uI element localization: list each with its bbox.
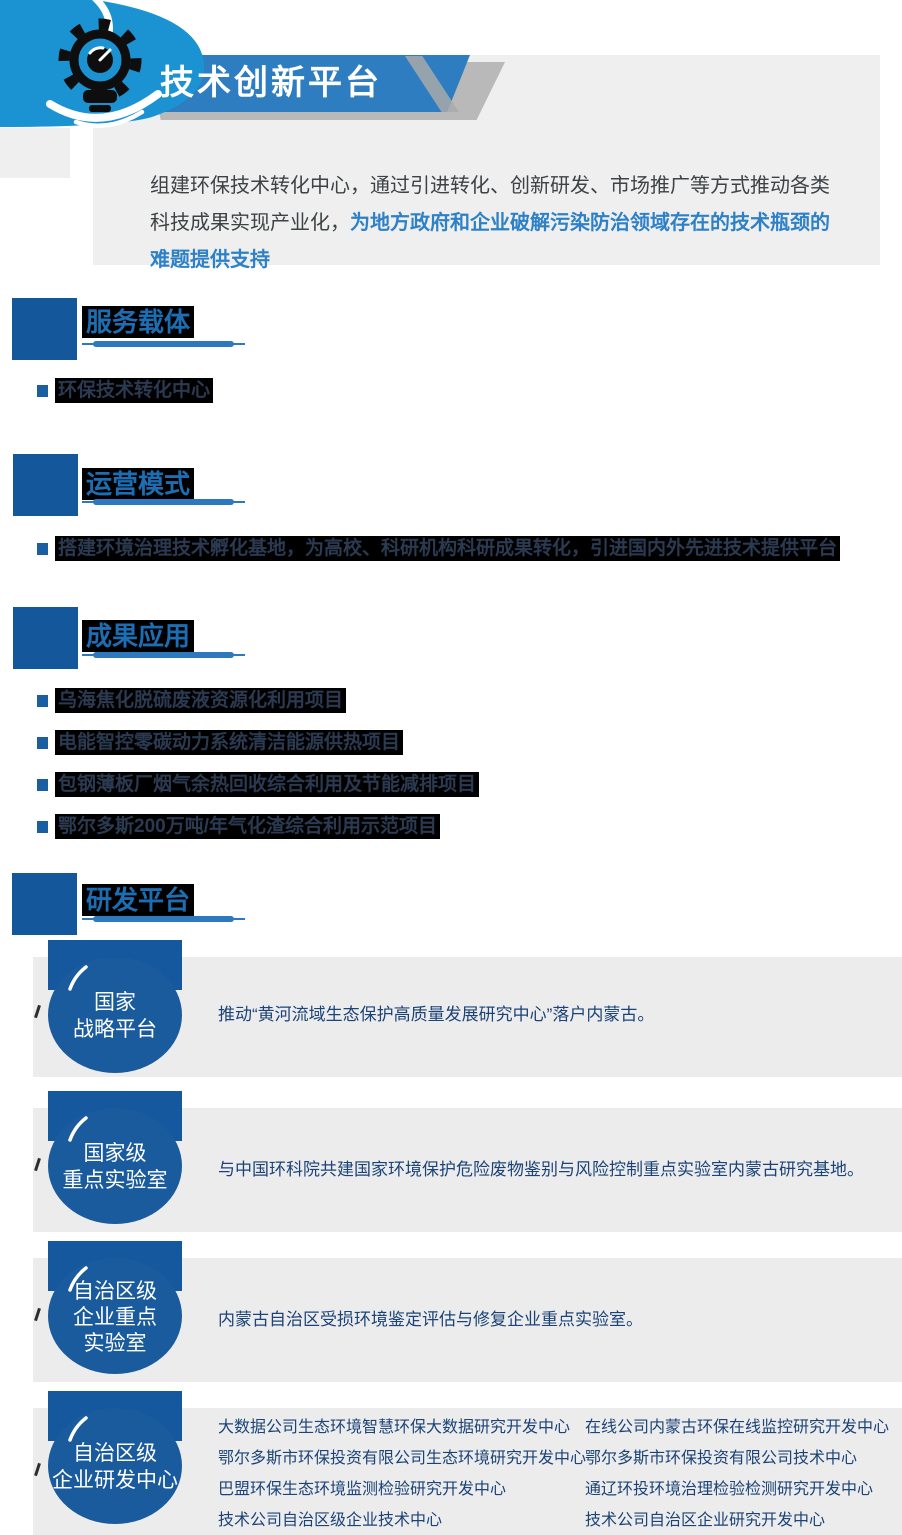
section-title-service: 服务载体 <box>82 306 195 338</box>
platform-row-text: 与中国环科院共建国家环境保护危险废物鉴别与风险控制重点实验室内蒙古研究基地。 <box>218 1160 864 1179</box>
rnd-center-item: 大数据公司生态环境智慧环保大数据研究开发中心 <box>218 1419 571 1436</box>
badge-swoosh-icon <box>68 1416 88 1442</box>
badge-label-line: 实验室 <box>84 1332 147 1355</box>
bullet-square-icon <box>37 694 48 707</box>
innovation-bulb-gear-icon <box>58 18 142 112</box>
list-item-text: 包钢薄板厂烟气余热回收综合利用及节能减排项目 <box>55 772 480 797</box>
badge-label-line: 战略平台 <box>73 1018 157 1041</box>
list-item-text: 环保技术转化中心 <box>55 378 214 403</box>
section-underline <box>82 916 245 923</box>
intro-gray-panel-left <box>0 128 70 178</box>
bullet-square-icon <box>37 542 48 555</box>
section-title-operation: 运营模式 <box>82 468 195 500</box>
bullet-square-icon <box>37 820 48 833</box>
section-square <box>12 873 77 935</box>
section-title-rnd: 研发平台 <box>82 884 195 916</box>
bullet-square-icon <box>37 736 48 749</box>
platform-badge-national-strategy: 国家 战略平台 <box>48 940 182 1073</box>
section-underline <box>82 499 245 506</box>
bullet-square-icon <box>37 384 48 397</box>
rnd-center-column-2: 在线公司内蒙古环保在线监控研究开发中心 鄂尔多斯市环保投资有限公司技术中心 通辽… <box>585 1412 902 1535</box>
page-title: 技术创新平台 <box>160 64 382 102</box>
badge-label-line: 国家级 <box>84 1142 147 1165</box>
rnd-center-column-1: 大数据公司生态环境智慧环保大数据研究开发中心 鄂尔多斯市环保投资有限公司生态环境… <box>218 1412 587 1535</box>
section-square <box>12 298 77 360</box>
list-item-text: 电能智控零碳动力系统清洁能源供热项目 <box>55 730 404 755</box>
badge-label-line: 国家 <box>94 991 136 1014</box>
platform-badge-region-rnd-center: 自治区级 企业研发中心 <box>48 1391 182 1524</box>
list-item-text: 搭建环境治理技术孵化基地，为高校、科研机构科研成果转化，引进国内外先进技术提供平… <box>55 536 841 561</box>
platform-row-text: 推动“黄河流域生态保护高质量发展研究中心”落户内蒙古。 <box>218 1005 655 1024</box>
badge-label-line: 重点实验室 <box>63 1169 168 1192</box>
badge-label-line: 自治区级 <box>73 1280 157 1303</box>
platform-row-text: 内蒙古自治区受损环境鉴定评估与修复企业重点实验室。 <box>218 1310 643 1329</box>
platform-badge-region-key-lab: 自治区级 企业重点 实验室 <box>48 1241 182 1374</box>
section-title-results: 成果应用 <box>82 620 195 652</box>
badge-circle <box>48 1408 182 1524</box>
badge-circle <box>48 957 182 1073</box>
intro-paragraph: 组建环保技术转化中心，通过引进转化、创新研发、市场推广等方式推动各类科技成果实现… <box>150 168 842 279</box>
section-underline <box>82 652 245 659</box>
badge-swoosh-icon <box>68 965 88 991</box>
list-item-text: 乌海焦化脱硫废液资源化利用项目 <box>55 688 347 713</box>
section-underline <box>82 341 245 348</box>
bullet-square-icon <box>37 778 48 791</box>
badge-swoosh-icon <box>68 1266 88 1292</box>
list-item: 搭建环境治理技术孵化基地，为高校、科研机构科研成果转化，引进国内外先进技术提供平… <box>37 536 841 561</box>
rnd-center-item: 通辽环投环境治理检验检测研究开发中心 <box>585 1481 874 1498</box>
rnd-center-item: 技术公司自治区企业研究开发中心 <box>585 1512 826 1529</box>
list-item: 电能智控零碳动力系统清洁能源供热项目 <box>37 730 404 755</box>
intro-text-normal: 组建环保技术转化中心，通过引进转化、创新研发、市场推广等方式推动各类科技成果实现… <box>150 175 830 234</box>
platform-badge-national-key-lab: 国家级 重点实验室 <box>48 1091 182 1224</box>
list-item: 包钢薄板厂烟气余热回收综合利用及节能减排项目 <box>37 772 480 797</box>
list-item-text: 鄂尔多斯200万吨/年气化渣综合利用示范项目 <box>55 814 440 839</box>
header-icon-blob <box>0 0 205 129</box>
list-item: 环保技术转化中心 <box>37 378 214 403</box>
rnd-center-item: 鄂尔多斯市环保投资有限公司技术中心 <box>585 1450 858 1467</box>
rnd-center-item: 鄂尔多斯市环保投资有限公司生态环境研究开发中心 <box>218 1450 587 1467</box>
badge-swoosh-icon <box>68 1116 88 1142</box>
intro-text-highlight: 为地方政府和企业破解污染防治领域存在的技术瓶颈的难题提供支持 <box>150 212 830 271</box>
rnd-center-item: 巴盟环保生态环境监测检验研究开发中心 <box>218 1481 507 1498</box>
rnd-center-item: 在线公司内蒙古环保在线监控研究开发中心 <box>585 1419 890 1436</box>
badge-label-line: 自治区级 <box>73 1442 157 1465</box>
rnd-center-item: 技术公司自治区级企业技术中心 <box>218 1512 443 1529</box>
section-square <box>13 454 78 516</box>
badge-label-line: 企业研发中心 <box>52 1469 178 1492</box>
badge-label-line: 企业重点 <box>73 1306 157 1329</box>
badge-circle <box>48 1108 182 1224</box>
list-item: 乌海焦化脱硫废液资源化利用项目 <box>37 688 347 713</box>
section-square <box>13 607 78 669</box>
badge-circle <box>48 1258 182 1374</box>
list-item: 鄂尔多斯200万吨/年气化渣综合利用示范项目 <box>37 814 440 839</box>
